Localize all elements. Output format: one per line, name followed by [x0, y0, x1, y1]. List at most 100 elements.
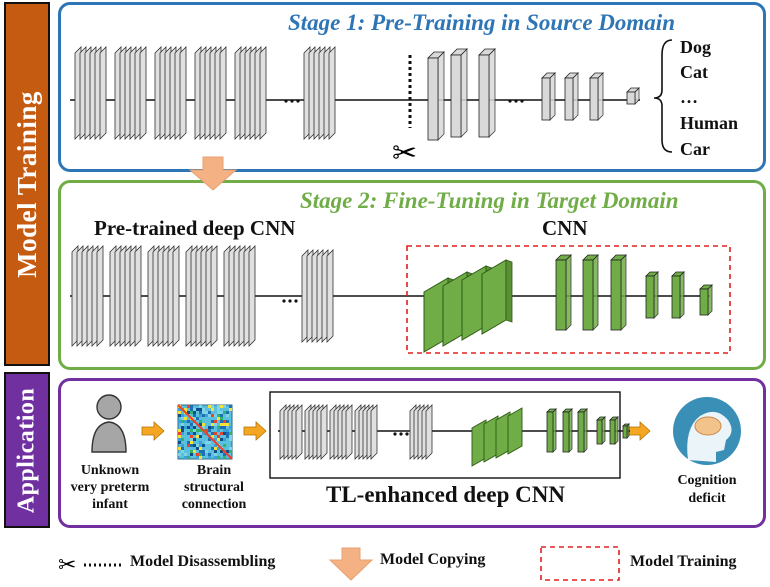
connectome-cell	[196, 435, 199, 438]
connectome-cell	[181, 432, 184, 435]
legend-disassembling-label: Model Disassembling	[130, 553, 276, 570]
connectome-cell	[190, 420, 193, 423]
class-label-ellipsis: …	[680, 87, 698, 107]
connectome-cell	[196, 456, 199, 459]
connectome-cell	[217, 408, 220, 411]
connectome-cell	[193, 411, 196, 414]
connectome-cell	[181, 414, 184, 417]
connectome-cell	[190, 432, 193, 435]
connectome-cell	[214, 438, 217, 441]
connectome-cell	[187, 405, 190, 408]
connectome-cell	[211, 423, 214, 426]
app-output-node	[622, 423, 630, 439]
connectome-cell	[223, 438, 226, 441]
stage2-conv-block-1-sheet	[134, 245, 142, 347]
connectome-cell	[202, 453, 205, 456]
stage1-conv-block-4-sheet	[259, 46, 267, 140]
connectome-cell	[178, 429, 181, 432]
stage2-small-fc-1	[671, 271, 685, 319]
connectome-cell	[181, 447, 184, 450]
stage1-fc-ellipsis	[508, 99, 512, 103]
connectome-cell	[199, 435, 202, 438]
connectome-cell	[229, 450, 232, 453]
connectome-cell	[208, 456, 211, 459]
connectome-cell	[220, 414, 223, 417]
connectome-cell	[193, 414, 196, 417]
connectome-cell	[217, 417, 220, 420]
connectome-cell	[202, 423, 205, 426]
legend-copy-arrow	[328, 547, 374, 581]
app-conv-block-0-sheet	[295, 404, 303, 460]
connectome-cell	[187, 411, 190, 414]
stage1-conv-block-1-sheet	[139, 46, 147, 140]
stage1-output-node	[626, 87, 640, 105]
connectome-cell	[202, 414, 205, 417]
connectome-cell	[181, 450, 184, 453]
connectome-cell	[208, 438, 211, 441]
app-ellipsis	[393, 432, 397, 436]
connectome-cell	[220, 450, 223, 453]
connectome-cell	[223, 432, 226, 435]
connectome-cell	[217, 426, 220, 429]
connectome-cell	[208, 405, 211, 408]
pretrained-cnn-label: Pre-trained deep CNN	[94, 216, 296, 240]
connectome-cell	[202, 411, 205, 414]
connectome-cell	[187, 426, 190, 429]
connectome-cell	[184, 417, 187, 420]
stage2-conv-block-2-sheet	[172, 245, 180, 347]
connectome-cell	[223, 411, 226, 414]
connectome-cell	[181, 417, 184, 420]
connectome-cell	[193, 429, 196, 432]
connectome-cell	[214, 444, 217, 447]
connectome-cell	[217, 456, 220, 459]
connectome-cell	[217, 438, 220, 441]
connectome-cell	[205, 411, 208, 414]
connectome-cell	[199, 405, 202, 408]
stage2-ellipsis	[282, 299, 286, 303]
connectome-cell	[178, 453, 181, 456]
connectome-cell	[184, 426, 187, 429]
connectome-cell	[190, 408, 193, 411]
app-fc-layer-1	[562, 408, 573, 453]
connectome-cell	[190, 426, 193, 429]
connectome-cell	[205, 450, 208, 453]
connectome-cell	[199, 414, 202, 417]
connectome-cell	[193, 450, 196, 453]
connectome-cell	[196, 417, 199, 420]
stage1-small-fc-2	[589, 72, 604, 121]
stage1-conv-block-3-sheet	[219, 46, 227, 140]
connectome-cell	[214, 453, 217, 456]
stage2-conv-block-0-sheet	[96, 245, 104, 347]
connectome-cell	[193, 408, 196, 411]
connectome-cell	[202, 444, 205, 447]
stage1-ellipsis	[296, 99, 300, 103]
connectome-cell	[223, 420, 226, 423]
connectome-cell	[205, 429, 208, 432]
app-conv-block-3-sheet	[370, 404, 378, 460]
connectome-cell	[196, 429, 199, 432]
stage2-conv-block-3-sheet	[210, 245, 218, 347]
connectome-cell	[190, 453, 193, 456]
connectome-cell	[205, 414, 208, 417]
connectome-cell	[214, 432, 217, 435]
connectome-cell	[199, 450, 202, 453]
connectome-cell	[217, 447, 220, 450]
sidebar-application: Application	[4, 372, 50, 528]
class-label-dog: Dog	[680, 37, 711, 57]
app-green-conv-3	[507, 407, 523, 455]
connectome-cell	[178, 432, 181, 435]
connectome-cell	[211, 447, 214, 450]
connectome-cell	[226, 423, 229, 426]
connectome-cell	[223, 405, 226, 408]
connectome-cell	[178, 411, 181, 414]
connectome-cell	[223, 426, 226, 429]
connectome-cell	[187, 444, 190, 447]
stage1-fc-ellipsis	[520, 99, 524, 103]
flow-arrow-3	[627, 421, 651, 441]
connectome-cell	[184, 456, 187, 459]
connectome-cell	[190, 423, 193, 426]
connectome-cell	[190, 438, 193, 441]
connectome-label: Brain structural connection	[181, 463, 247, 512]
connectome-cell	[229, 408, 232, 411]
cnn-label: CNN	[542, 216, 588, 240]
